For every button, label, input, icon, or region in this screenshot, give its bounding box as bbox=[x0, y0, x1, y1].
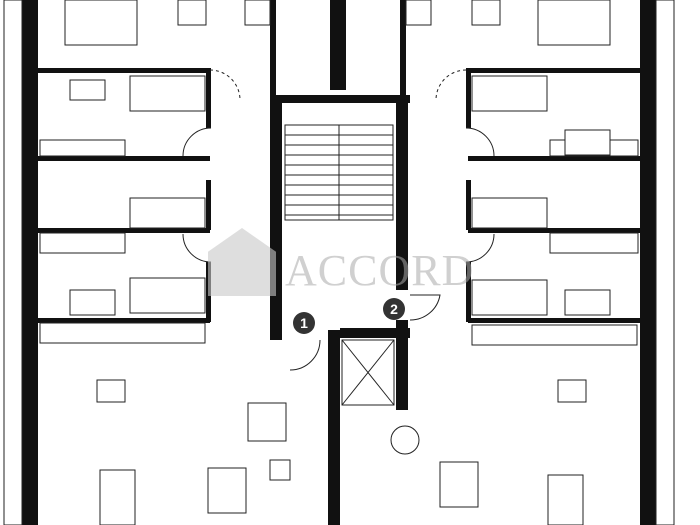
wall bbox=[38, 156, 210, 161]
wardrobe bbox=[39, 139, 126, 157]
desk bbox=[564, 289, 611, 316]
wall bbox=[270, 0, 276, 95]
wall bbox=[468, 156, 640, 161]
wall bbox=[38, 228, 210, 233]
armchair bbox=[247, 402, 287, 442]
door bbox=[435, 69, 467, 101]
door bbox=[209, 69, 241, 101]
door bbox=[465, 127, 495, 157]
cooktop bbox=[557, 379, 587, 403]
wall bbox=[466, 180, 471, 230]
door bbox=[182, 127, 212, 157]
cabinet bbox=[244, 0, 271, 26]
kitchen-counter bbox=[471, 324, 638, 346]
side-table bbox=[269, 459, 291, 481]
right-exterior-wall bbox=[640, 0, 656, 525]
wall bbox=[38, 318, 210, 323]
bathtub bbox=[129, 197, 206, 229]
bed bbox=[64, 0, 138, 46]
marker-1: 1 bbox=[293, 312, 315, 334]
cabinet bbox=[471, 0, 501, 26]
bed bbox=[129, 75, 206, 112]
bed bbox=[471, 279, 548, 316]
wall bbox=[468, 228, 640, 233]
wall bbox=[468, 318, 640, 323]
desk bbox=[564, 129, 611, 156]
wall bbox=[400, 0, 406, 95]
wall bbox=[468, 68, 640, 73]
bed bbox=[129, 277, 206, 314]
cabinet bbox=[405, 0, 432, 26]
door bbox=[182, 233, 212, 263]
door bbox=[465, 233, 495, 263]
kitchen-counter bbox=[39, 322, 206, 344]
wall bbox=[466, 262, 471, 322]
round-table bbox=[390, 425, 420, 455]
wall bbox=[466, 68, 471, 128]
bed bbox=[471, 75, 548, 112]
armchair bbox=[439, 461, 479, 508]
desk bbox=[69, 79, 106, 101]
wall bbox=[396, 95, 408, 290]
staircase bbox=[284, 124, 394, 221]
left-balcony bbox=[3, 0, 23, 525]
wall bbox=[340, 328, 410, 338]
bathtub bbox=[471, 197, 548, 229]
wall bbox=[206, 180, 211, 230]
wall bbox=[270, 95, 282, 340]
wardrobe bbox=[549, 232, 639, 254]
marker-2: 2 bbox=[383, 298, 405, 320]
wall bbox=[206, 68, 211, 128]
dining-table bbox=[99, 469, 136, 525]
left-exterior-wall bbox=[22, 0, 38, 525]
elevator bbox=[341, 339, 395, 406]
wardrobe bbox=[39, 232, 126, 254]
wall bbox=[328, 330, 340, 525]
right-balcony bbox=[655, 0, 675, 525]
desk bbox=[69, 289, 116, 316]
wall bbox=[330, 0, 346, 90]
door bbox=[289, 339, 321, 371]
door bbox=[409, 294, 441, 321]
wall bbox=[270, 95, 410, 103]
cooktop bbox=[96, 379, 126, 403]
dining-table bbox=[547, 474, 584, 525]
wall bbox=[38, 68, 210, 73]
armchair bbox=[207, 467, 247, 514]
bed bbox=[537, 0, 611, 46]
watermark-text: ACCORD bbox=[285, 246, 475, 295]
cabinet bbox=[177, 0, 207, 26]
wall bbox=[396, 320, 408, 410]
